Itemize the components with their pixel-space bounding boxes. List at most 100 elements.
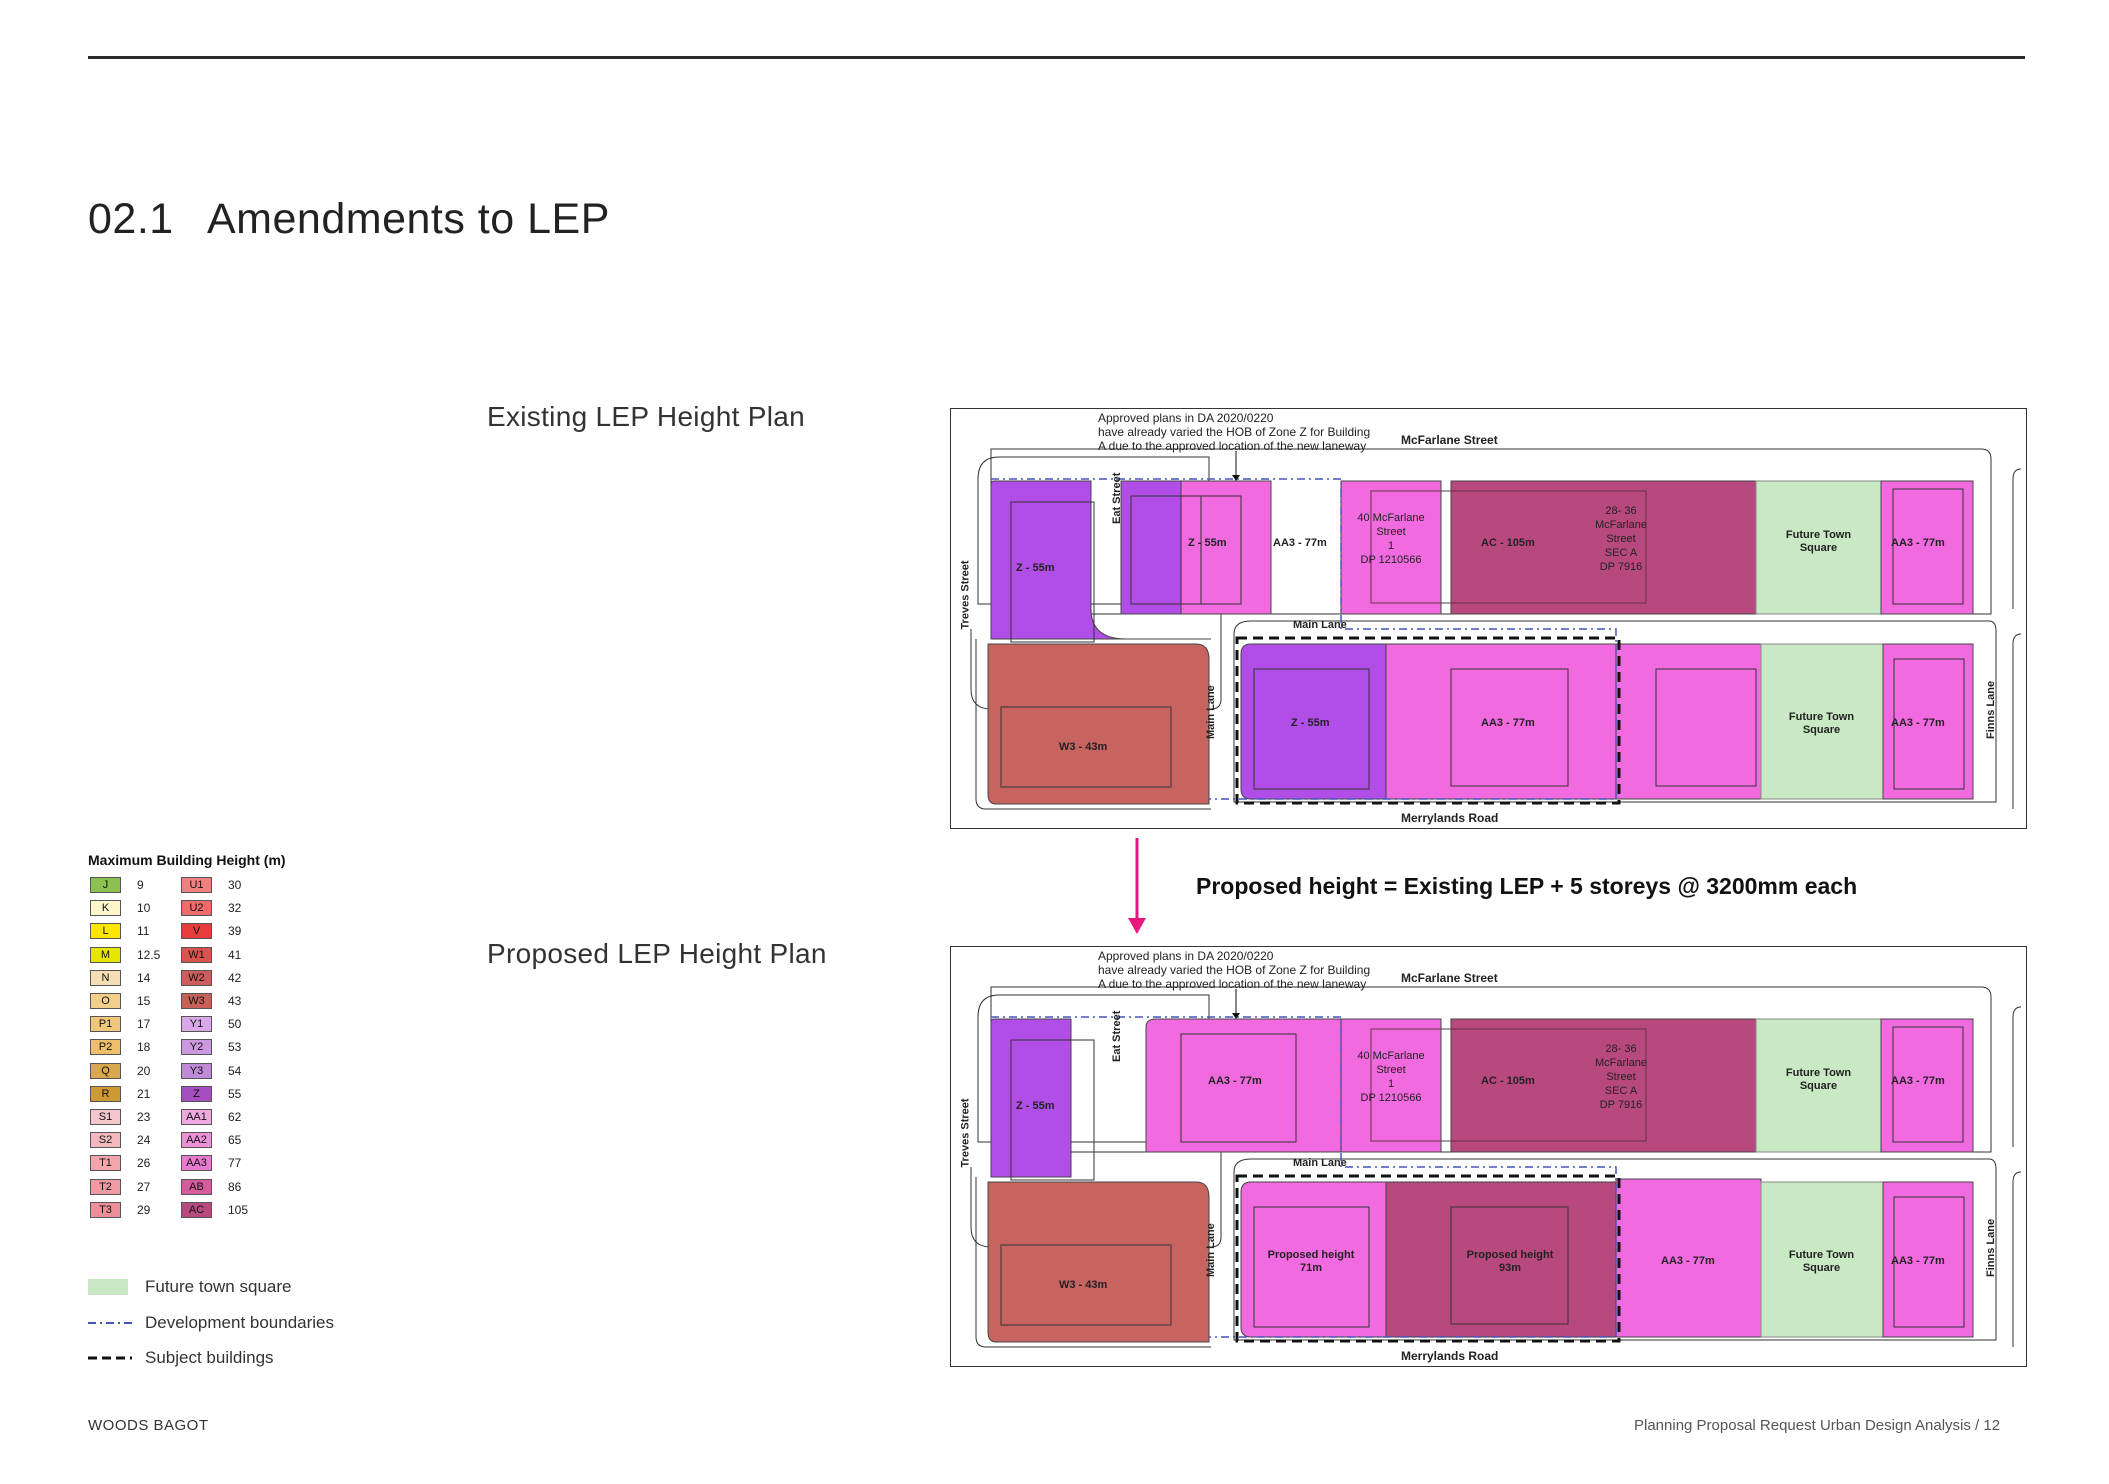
zone-aa3-lot40: [1340, 480, 1442, 615]
legend-value: 50: [228, 1017, 242, 1031]
main-lane-vertical: Main Lane: [1205, 685, 1217, 739]
zone-w3: [987, 1181, 1210, 1343]
down-arrow-icon: [1128, 838, 1146, 934]
main-lane-horizontal: Main Lane: [1293, 1157, 1347, 1169]
label-w3: W3 - 43m: [1059, 741, 1108, 753]
legend-value: 32: [228, 901, 242, 915]
proposed-plan-label: Proposed LEP Height Plan: [487, 938, 827, 969]
legend-swatch: R: [90, 1086, 121, 1102]
section-number: 02.1: [88, 195, 174, 243]
legend-swatch: L: [90, 923, 121, 939]
legend-value: 9: [137, 878, 144, 892]
label-aa3-mid: AA3 - 77m: [1661, 1255, 1715, 1267]
legend-swatch: J: [90, 877, 121, 893]
legend-value: 10: [137, 901, 151, 915]
legend-value: 18: [137, 1040, 151, 1054]
street-treves: Treves Street: [959, 1098, 972, 1168]
label-aa3-right-top: AA3 - 77m: [1891, 1075, 1945, 1087]
legend-swatch: Y2: [181, 1039, 212, 1055]
legend-value: 30: [228, 878, 242, 892]
subject-buildings-outline: [1235, 636, 1621, 805]
street-finns: Finns Lane: [1985, 1218, 1997, 1277]
legend-swatch: S2: [90, 1132, 121, 1148]
label-z-top: Z - 55m: [1188, 537, 1227, 549]
legend-swatch: O: [90, 993, 121, 1009]
legend-value: 77: [228, 1156, 242, 1170]
label-ac: AC - 105m: [1481, 1075, 1535, 1087]
legend-swatch: AA2: [181, 1132, 212, 1148]
legend-value: 54: [228, 1064, 242, 1078]
zone-aa3-right-bottom: [1882, 1181, 1974, 1338]
legend-title: Maximum Building Height (m): [88, 852, 286, 868]
legend-swatch: W3: [181, 993, 212, 1009]
label-ac: AC - 105m: [1481, 537, 1535, 549]
street-treves: Treves Street: [959, 560, 972, 630]
footer-page-info: Planning Proposal Request Urban Design A…: [1634, 1417, 2001, 1434]
zone-aa3-right-top: [1880, 480, 1974, 615]
zone-ac: [1450, 1018, 1757, 1153]
legend-swatch: V: [181, 923, 212, 939]
legend-swatch: Z: [181, 1086, 212, 1102]
street-eat: Eat Street: [1111, 1010, 1123, 1062]
zone-aa3-bottom: [1385, 643, 1617, 800]
legend-swatch: Q: [90, 1063, 121, 1079]
top-rule: [88, 56, 2025, 59]
legend-swatch: T1: [90, 1155, 121, 1171]
street-eat: Eat Street: [1111, 472, 1123, 524]
zone-ac: [1450, 480, 1757, 615]
street-merrylands: Merrylands Road: [1401, 1349, 1499, 1363]
future-town-square-top: [1755, 1018, 1882, 1153]
zone-aa3-right-bottom: [1882, 643, 1974, 800]
section-title: Amendments to LEP: [207, 195, 610, 243]
key-square-label: Future town square: [145, 1277, 292, 1296]
legend-value: 20: [137, 1064, 151, 1078]
street-finns: Finns Lane: [1985, 680, 1997, 739]
zone-aa3-mid: [1615, 1178, 1762, 1338]
legend-value: 43: [228, 994, 242, 1008]
label-aa3-right-bottom: AA3 - 77m: [1891, 717, 1945, 729]
development-boundary: [991, 478, 1617, 800]
zone-z-left: [990, 480, 1211, 640]
legend-value: 39: [228, 924, 242, 938]
dash-dot-line-icon: [88, 1322, 132, 1324]
legend-swatch: S1: [90, 1109, 121, 1125]
legend-swatch: AA1: [181, 1109, 212, 1125]
zone-aa3-right-top: [1880, 1018, 1974, 1153]
label-aa3-right-top: AA3 - 77m: [1891, 537, 1945, 549]
zone-aa3-bottom-east: [1615, 643, 1762, 800]
legend-swatch: N: [90, 970, 121, 986]
legend-value: 27: [137, 1180, 151, 1194]
street-merrylands: Merrylands Road: [1401, 811, 1499, 825]
legend-swatch: M: [90, 947, 121, 963]
legend-swatch: AB: [181, 1179, 212, 1195]
label-aa3-top: AA3 - 77m: [1208, 1075, 1262, 1087]
future-town-square-bottom: [1760, 1181, 1884, 1338]
dashed-line-icon: [88, 1356, 132, 1360]
legend-value: 15: [137, 994, 151, 1008]
legend-swatch: W2: [181, 970, 212, 986]
legend-value: 86: [228, 1180, 242, 1194]
legend-swatch: Y1: [181, 1016, 212, 1032]
legend-swatch: U1: [181, 877, 212, 893]
legend-value: 29: [137, 1203, 151, 1217]
existing-plan-label: Existing LEP Height Plan: [487, 401, 805, 432]
legend-value: 12.5: [137, 948, 161, 962]
street-mcfarlane: McFarlane Street: [1401, 971, 1498, 985]
subject-buildings-outline: [1235, 1174, 1621, 1343]
legend-swatch: Y3: [181, 1063, 212, 1079]
legend-value: 62: [228, 1110, 242, 1124]
legend-swatch: P1: [90, 1016, 121, 1032]
label-z-bottom: Z - 55m: [1291, 717, 1330, 729]
legend-swatch: T3: [90, 1202, 121, 1218]
